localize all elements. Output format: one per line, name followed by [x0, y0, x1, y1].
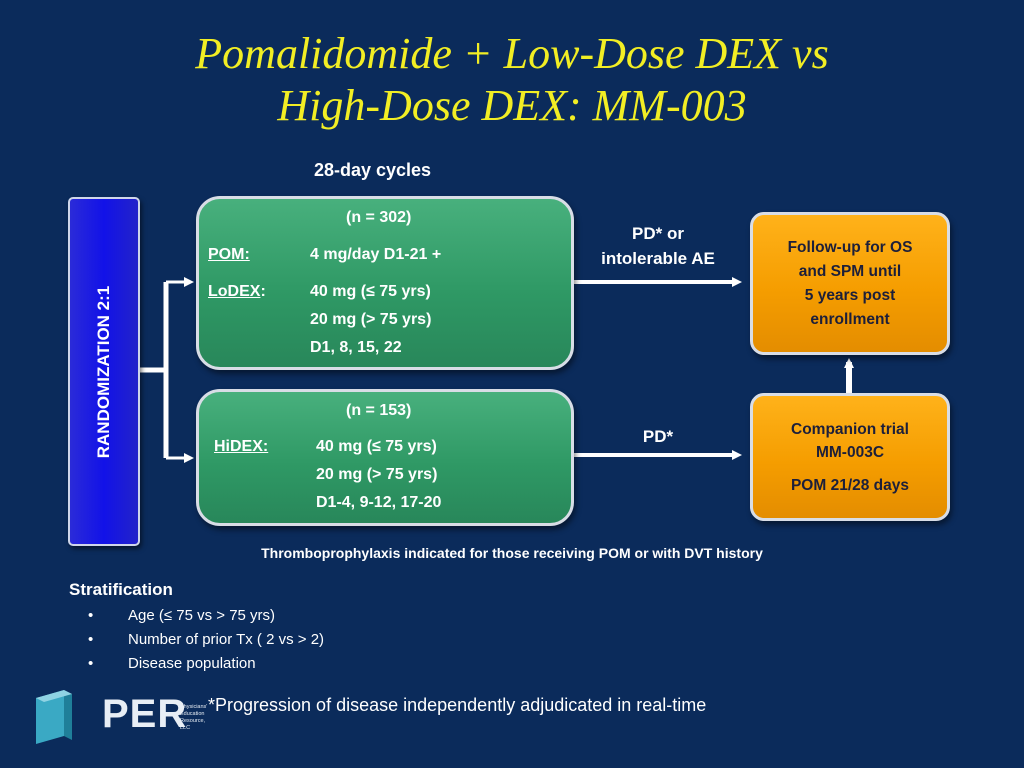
per-logo-text: PER — [102, 692, 188, 736]
hidex-dose-2: 20 mg (> 75 yrs) — [316, 466, 438, 483]
arrow-top-label-line2: intolerable AE — [601, 249, 715, 268]
slide-title: Pomalidomide + Low-Dose DEX vs High-Dose… — [0, 28, 1024, 132]
per-logo-mark — [36, 690, 72, 744]
stratification-item: Age (≤ 75 vs > 75 yrs) — [88, 604, 324, 628]
followup-line-4: enrollment — [810, 311, 890, 328]
randomization-branch — [136, 282, 169, 458]
stratification-item: Number of prior Tx ( 2 vs > 2) — [88, 628, 324, 652]
footnote: *Progression of disease independently ad… — [208, 695, 707, 715]
companion-line-1: Companion trial — [791, 421, 909, 438]
hidex-arm-n: (n = 153) — [346, 402, 412, 419]
thromboprophylaxis-note: Thromboprophylaxis indicated for those r… — [261, 545, 763, 561]
stratification-list: Age (≤ 75 vs > 75 yrs) Number of prior T… — [88, 604, 324, 676]
pom-arm-n: (n = 302) — [346, 209, 412, 226]
hidex-label: HiDEX: — [214, 438, 269, 455]
stratification-heading: Stratification — [69, 580, 173, 599]
title-line-1: Pomalidomide + Low-Dose DEX vs — [195, 29, 829, 78]
arrow-top-label-line1: PD* or — [632, 224, 684, 243]
pom-dose: 4 mg/day D1-21 + — [310, 246, 442, 263]
hidex-days: D1-4, 9-12, 17-20 — [316, 494, 442, 511]
lodex-label: LoDEX: — [208, 283, 266, 301]
per-logo: PER Physicians' Education Resource, LLC — [30, 688, 207, 748]
followup-line-1: Follow-up for OS — [787, 239, 913, 256]
lodex-label-colon: : — [260, 283, 266, 300]
arrow-top-label: PD* or intolerable AE — [580, 221, 736, 271]
per-logo-subtitle-line3: Resource, LLC — [180, 718, 206, 731]
lodex-days: D1, 8, 15, 22 — [310, 339, 402, 356]
arrow-bottom-label: PD* — [642, 427, 674, 446]
lodex-label-text: LoDEX — [208, 283, 261, 300]
lodex-dose-1: 40 mg (≤ 75 yrs) — [310, 283, 431, 300]
randomization-box: RANDOMIZATION 2:1 — [68, 197, 140, 546]
companion-trial-box: Companion trial MM-003C POM 21/28 days — [750, 393, 950, 521]
followup-line-2: and SPM until — [798, 263, 902, 280]
title-line-2: High-Dose DEX: MM-003 — [277, 81, 747, 130]
cycles-label: 28-day cycles — [313, 160, 432, 180]
lodex-dose-2: 20 mg (> 75 yrs) — [310, 311, 432, 328]
stratification-item: Disease population — [88, 652, 324, 676]
companion-line-2: MM-003C — [815, 444, 885, 461]
followup-line-3: 5 years post — [804, 287, 896, 304]
per-logo-subtitle-line1: Physicians' — [180, 704, 208, 710]
randomization-label: RANDOMIZATION 2:1 — [94, 285, 113, 458]
pom-lodex-arm-box: (n = 302) POM: 4 mg/day D1-21 + LoDEX: 4… — [196, 196, 574, 370]
followup-box: Follow-up for OS and SPM until 5 years p… — [750, 212, 950, 355]
companion-line-3: POM 21/28 days — [790, 477, 910, 494]
hidex-dose-1: 40 mg (≤ 75 yrs) — [316, 438, 437, 455]
hidex-arm-box: (n = 153) HiDEX: 40 mg (≤ 75 yrs) 20 mg … — [196, 389, 574, 526]
per-logo-subtitle-line2: Education — [180, 711, 205, 717]
per-logo-subtitle: Physicians' Education Resource, LLC — [180, 704, 207, 732]
pom-label: POM: — [208, 246, 250, 263]
